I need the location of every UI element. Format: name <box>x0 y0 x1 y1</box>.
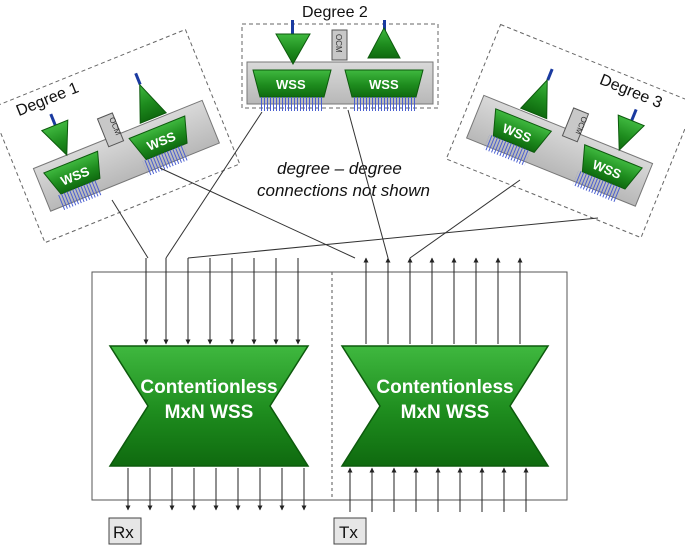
conn-d2-b <box>347 109 389 259</box>
mxn-enclosure <box>91 271 568 501</box>
degree-connections <box>111 109 599 259</box>
degree-1-wss-left: WSS <box>43 150 103 211</box>
degree-3-amp-up <box>519 68 554 120</box>
mxn-right-line2: MxN WSS <box>401 402 490 423</box>
note-line-1: degree – degree <box>277 159 402 178</box>
degree-2-amp-up <box>367 20 401 59</box>
mxn-wss-right: Contentionless MxN WSS <box>340 345 550 467</box>
degree-1-group: Degree 1 OCM WSS WSS <box>0 28 241 244</box>
degree-2-wss-right: WSS <box>344 69 424 111</box>
conn-d1-b <box>159 167 356 259</box>
degree-1-wss-right: WSS <box>128 115 190 176</box>
degree-2-wss-right-ports <box>352 97 416 111</box>
mxn-wss-left: Contentionless MxN WSS <box>108 345 310 467</box>
conn-d1-a <box>111 199 149 259</box>
degree-1-label: Degree 1 <box>14 79 81 119</box>
degree-2-label: Degree 2 <box>302 4 368 21</box>
rx-port: Rx <box>108 517 142 545</box>
degree-3-group: Degree 3 OCM WSS WSS <box>445 23 685 239</box>
conn-d3-a <box>409 179 521 259</box>
mxn-left-line2: MxN WSS <box>165 402 254 423</box>
mxn-right-line1: Contentionless <box>376 377 513 398</box>
drop-arrows <box>143 257 523 345</box>
degree-2-amp-down <box>275 20 311 66</box>
note-line-2: connections not shown <box>257 181 430 200</box>
svg-text:OCM: OCM <box>334 34 343 53</box>
degree-1-amp-down <box>40 113 69 157</box>
tx-port: Tx <box>333 517 367 545</box>
degree-3-wss-right: WSS <box>572 144 643 203</box>
degree-1-wss-right-ports <box>142 144 190 176</box>
degree-2-ocm: OCM <box>331 29 348 61</box>
rx-label: Rx <box>113 523 134 542</box>
degree-1-amp-up <box>134 72 168 124</box>
degree-1-wss-left-ports <box>57 179 103 211</box>
svg-text:WSS: WSS <box>276 77 306 92</box>
degree-2-boundary <box>241 23 439 109</box>
svg-text:WSS: WSS <box>369 77 399 92</box>
degree-3-wss-right-ports <box>572 170 622 203</box>
degree-3-amp-down <box>617 108 646 152</box>
port-arrows <box>125 467 529 512</box>
tx-label: Tx <box>339 523 358 542</box>
mxn-left-line1: Contentionless <box>140 377 277 398</box>
degree-2-group: Degree 2 OCM WSS WSS <box>241 4 439 111</box>
degree-3-wss-left-ports <box>483 134 531 166</box>
degree-2-wss-left-ports <box>260 97 324 111</box>
degree-3-wss-left: WSS <box>483 108 553 166</box>
degree-2-wss-left: WSS <box>252 69 332 111</box>
conn-d2-a <box>165 111 263 259</box>
conn-d3-b <box>187 217 599 259</box>
